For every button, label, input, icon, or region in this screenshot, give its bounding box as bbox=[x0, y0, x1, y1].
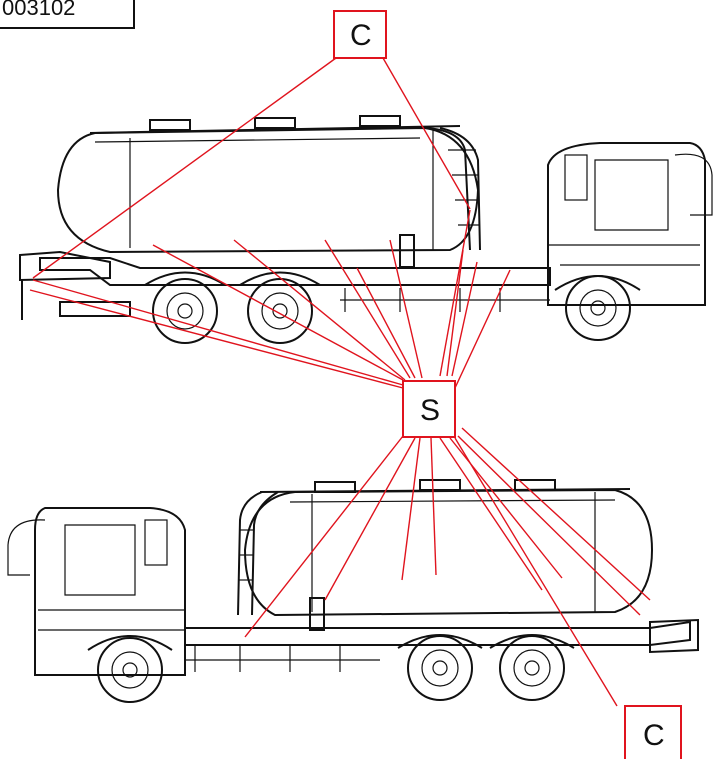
code-label: 003102 bbox=[0, 0, 135, 29]
bottom-tanker-truck bbox=[7, 479, 699, 703]
label-c-bottom: C bbox=[624, 705, 682, 759]
label-s-center-text: S bbox=[420, 394, 440, 427]
top-wheel-2 bbox=[247, 278, 313, 344]
label-c-top: C bbox=[333, 10, 387, 59]
top-tank-body bbox=[56, 126, 480, 254]
code-label-text: 003102 bbox=[2, 0, 75, 20]
top-tanker-truck bbox=[19, 115, 713, 344]
leader-lines bbox=[29, 57, 651, 707]
bottom-wheel-1 bbox=[97, 637, 163, 703]
top-wheel-1 bbox=[152, 278, 218, 344]
bottom-cab bbox=[34, 507, 186, 676]
label-c-top-text: C bbox=[350, 19, 372, 52]
bottom-tank-body bbox=[243, 488, 654, 617]
label-c-bottom-text: C bbox=[643, 719, 665, 752]
label-s-center: S bbox=[402, 380, 456, 438]
top-wheel-3 bbox=[565, 275, 631, 341]
